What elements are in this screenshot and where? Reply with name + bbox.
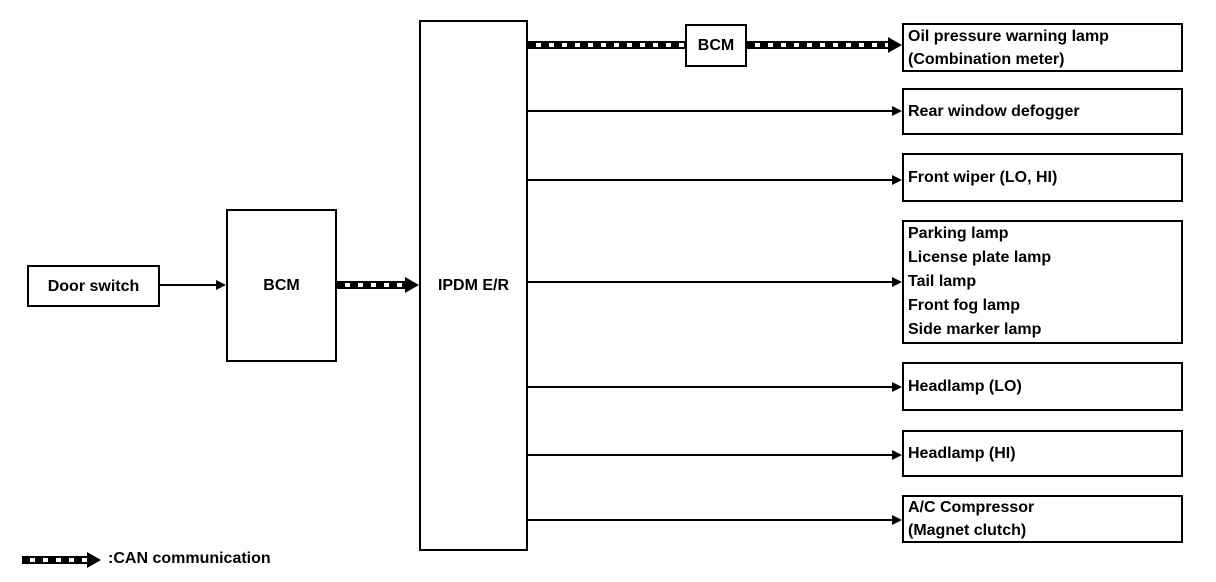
connector-ipdm-to-front-wiper	[528, 179, 893, 181]
legend-can-arrowhead	[87, 552, 101, 568]
connector-ipdm-to-rear-defogger	[528, 110, 893, 112]
node-exterior-lamps: Parking lamp License plate lamp Tail lam…	[902, 220, 1183, 344]
node-door-switch-label: Door switch	[47, 277, 140, 295]
node-headlamp-lo-label: Headlamp (LO)	[908, 378, 1022, 395]
node-exterior-lamps-line1: Parking lamp	[908, 225, 1009, 242]
can-arrowhead-bcm-gateway-to-oil-pressure	[888, 37, 902, 53]
node-ac-compressor-line2: (Magnet clutch)	[908, 522, 1027, 539]
arrowhead-ipdm-to-exterior-lamps	[892, 277, 902, 287]
node-front-wiper: Front wiper (LO, HI)	[902, 153, 1183, 202]
legend-label: :CAN communication	[108, 550, 271, 567]
node-exterior-lamps-line5: Side marker lamp	[908, 321, 1042, 338]
connector-ipdm-to-headlamp-hi	[528, 454, 893, 456]
node-headlamp-hi-label: Headlamp (HI)	[908, 445, 1016, 462]
node-ipdm-er-label: IPDM E/R	[437, 277, 510, 294]
node-rear-window-defogger: Rear window defogger	[902, 88, 1183, 135]
arrowhead-ipdm-to-rear-defogger	[892, 106, 902, 116]
node-headlamp-lo: Headlamp (LO)	[902, 362, 1183, 411]
node-bcm-label: BCM	[263, 277, 300, 294]
arrowhead-ipdm-to-headlamp-lo	[892, 382, 902, 392]
node-front-wiper-label: Front wiper (LO, HI)	[908, 169, 1058, 186]
node-oil-pressure-line1: Oil pressure warning lamp	[908, 27, 1109, 45]
can-connector-ipdm-to-bcm-gateway	[528, 41, 685, 49]
node-ipdm-er: IPDM E/R	[419, 20, 528, 551]
legend-can-line	[22, 556, 88, 564]
node-exterior-lamps-line2: License plate lamp	[908, 249, 1052, 266]
arrowhead-ipdm-to-headlamp-hi	[892, 450, 902, 460]
connector-ipdm-to-ac-compressor	[528, 519, 893, 521]
node-oil-pressure-line2: (Combination meter)	[908, 50, 1065, 68]
can-arrowhead-bcm-to-ipdm	[405, 277, 419, 293]
node-rear-window-defogger-label: Rear window defogger	[908, 103, 1080, 120]
can-connector-bcm-gateway-to-oil-pressure	[747, 41, 889, 49]
node-exterior-lamps-line4: Front fog lamp	[908, 297, 1020, 314]
node-bcm-gateway: BCM	[685, 24, 747, 67]
node-exterior-lamps-line3: Tail lamp	[908, 273, 977, 290]
arrowhead-ipdm-to-ac-compressor	[892, 515, 902, 525]
node-ac-compressor: A/C Compressor (Magnet clutch)	[902, 495, 1183, 543]
node-bcm-gateway-label: BCM	[697, 37, 735, 54]
node-oil-pressure-warning-lamp: Oil pressure warning lamp (Combination m…	[902, 23, 1183, 72]
arrowhead-door-switch-to-bcm	[216, 280, 226, 290]
connector-door-switch-to-bcm	[160, 284, 217, 286]
can-connector-bcm-to-ipdm	[337, 281, 406, 289]
connector-ipdm-to-headlamp-lo	[528, 386, 893, 388]
node-door-switch: Door switch	[27, 265, 160, 307]
node-headlamp-hi: Headlamp (HI)	[902, 430, 1183, 477]
arrowhead-ipdm-to-front-wiper	[892, 175, 902, 185]
connector-ipdm-to-exterior-lamps	[528, 281, 893, 283]
node-ac-compressor-line1: A/C Compressor	[908, 499, 1035, 516]
node-bcm: BCM	[226, 209, 337, 362]
